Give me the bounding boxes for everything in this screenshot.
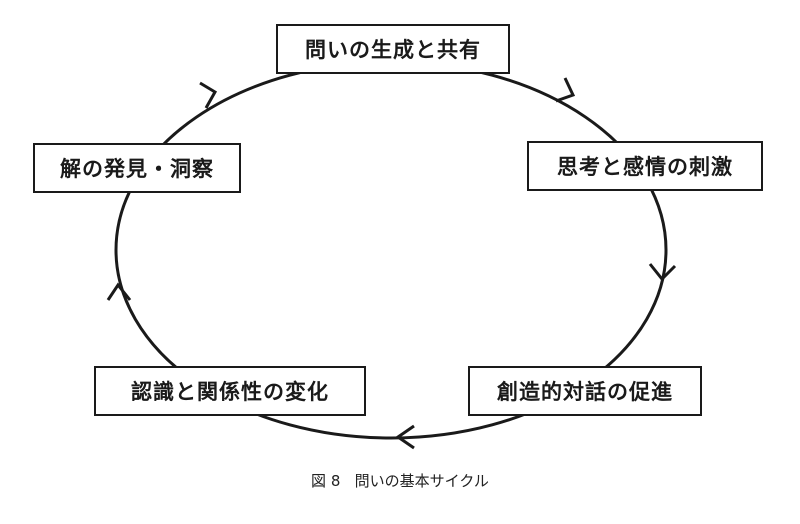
node-label: 思考と感情の刺激 [557, 155, 733, 179]
node-question-generation: 問いの生成と共有 [276, 24, 510, 74]
node-discovery-insight: 解の発見・洞察 [33, 143, 241, 193]
cycle-arrow-left-icon [106, 282, 132, 301]
node-thought-emotion-stimulus: 思考と感情の刺激 [527, 141, 763, 191]
figure-title: 問いの基本サイクル [354, 472, 489, 490]
figure-number: 図 8 [311, 472, 341, 490]
node-label: 創造的対話の促進 [497, 380, 673, 404]
node-creative-dialogue: 創造的対話の促進 [468, 366, 702, 416]
node-label: 問いの生成と共有 [305, 38, 481, 62]
node-label: 解の発見・洞察 [60, 157, 214, 181]
figure-caption: 図 8 問いの基本サイクル [0, 470, 800, 491]
cycle-arrow-top-right-icon [555, 77, 576, 103]
node-label: 認識と関係性の変化 [131, 380, 329, 404]
cycle-arrow-top-left-icon [199, 81, 218, 109]
cycle-arrow-bottom-icon [395, 424, 415, 450]
node-perception-relationship-change: 認識と関係性の変化 [94, 366, 366, 416]
cycle-arrow-right-icon [648, 263, 677, 282]
